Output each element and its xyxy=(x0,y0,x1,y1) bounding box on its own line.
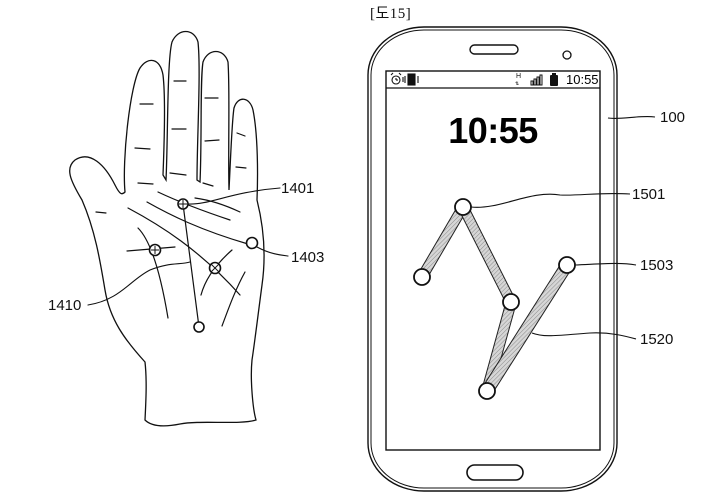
svg-text:⇅: ⇅ xyxy=(515,81,519,87)
pattern-node[interactable] xyxy=(413,268,431,286)
palm-lines xyxy=(126,191,249,328)
pattern-node[interactable] xyxy=(502,293,520,311)
finger-creases xyxy=(95,80,247,214)
front-camera xyxy=(562,50,572,60)
status-bar-time: 10:55 xyxy=(566,72,599,87)
leader-line-1410 xyxy=(87,261,191,306)
ref-label-1501: 1501 xyxy=(632,186,665,203)
hspa-data-icon: H ⇅ xyxy=(515,73,521,87)
pattern-nodes xyxy=(413,198,576,400)
phone-inner-frame xyxy=(370,29,615,489)
leader-line-100 xyxy=(607,116,656,119)
hand-outline xyxy=(69,30,265,427)
lock-screen-clock: 10:55 xyxy=(448,110,538,151)
hand-point xyxy=(193,321,205,333)
ref-label-1410: 1410 xyxy=(48,297,81,314)
earpiece-speaker xyxy=(469,44,519,55)
ref-label-100: 100 xyxy=(660,109,685,126)
pattern-node-1503[interactable] xyxy=(558,256,576,274)
status-bar: H ⇅ xyxy=(390,72,558,87)
leader-line-1520 xyxy=(531,332,637,340)
hand-drawing xyxy=(69,30,289,427)
signal-icon xyxy=(530,74,543,86)
phone-outer-frame xyxy=(367,26,618,492)
ref-label-1401: 1401 xyxy=(281,180,314,197)
hand-point-1403 xyxy=(245,236,259,250)
leader-line-1501 xyxy=(470,192,631,208)
leader-line-1401 xyxy=(187,187,281,205)
vibrate-icon xyxy=(402,73,419,86)
ref-label-1403: 1403 xyxy=(291,249,324,266)
figure-label: [도15] xyxy=(370,6,412,22)
pattern-node-1501[interactable] xyxy=(454,198,472,216)
svg-text:H: H xyxy=(516,73,521,80)
alarm-icon xyxy=(390,72,402,85)
home-button[interactable] xyxy=(466,464,524,481)
ref-label-1503: 1503 xyxy=(640,257,673,274)
hand-points xyxy=(148,198,259,333)
leader-line-1503 xyxy=(574,262,637,266)
ref-label-1520: 1520 xyxy=(640,331,673,348)
hand-point xyxy=(208,261,222,275)
pattern-node[interactable] xyxy=(478,382,496,400)
leader-line-1403 xyxy=(256,246,289,257)
hand-point-1401 xyxy=(177,198,189,210)
battery-icon xyxy=(550,73,558,86)
hand-point xyxy=(148,243,162,257)
